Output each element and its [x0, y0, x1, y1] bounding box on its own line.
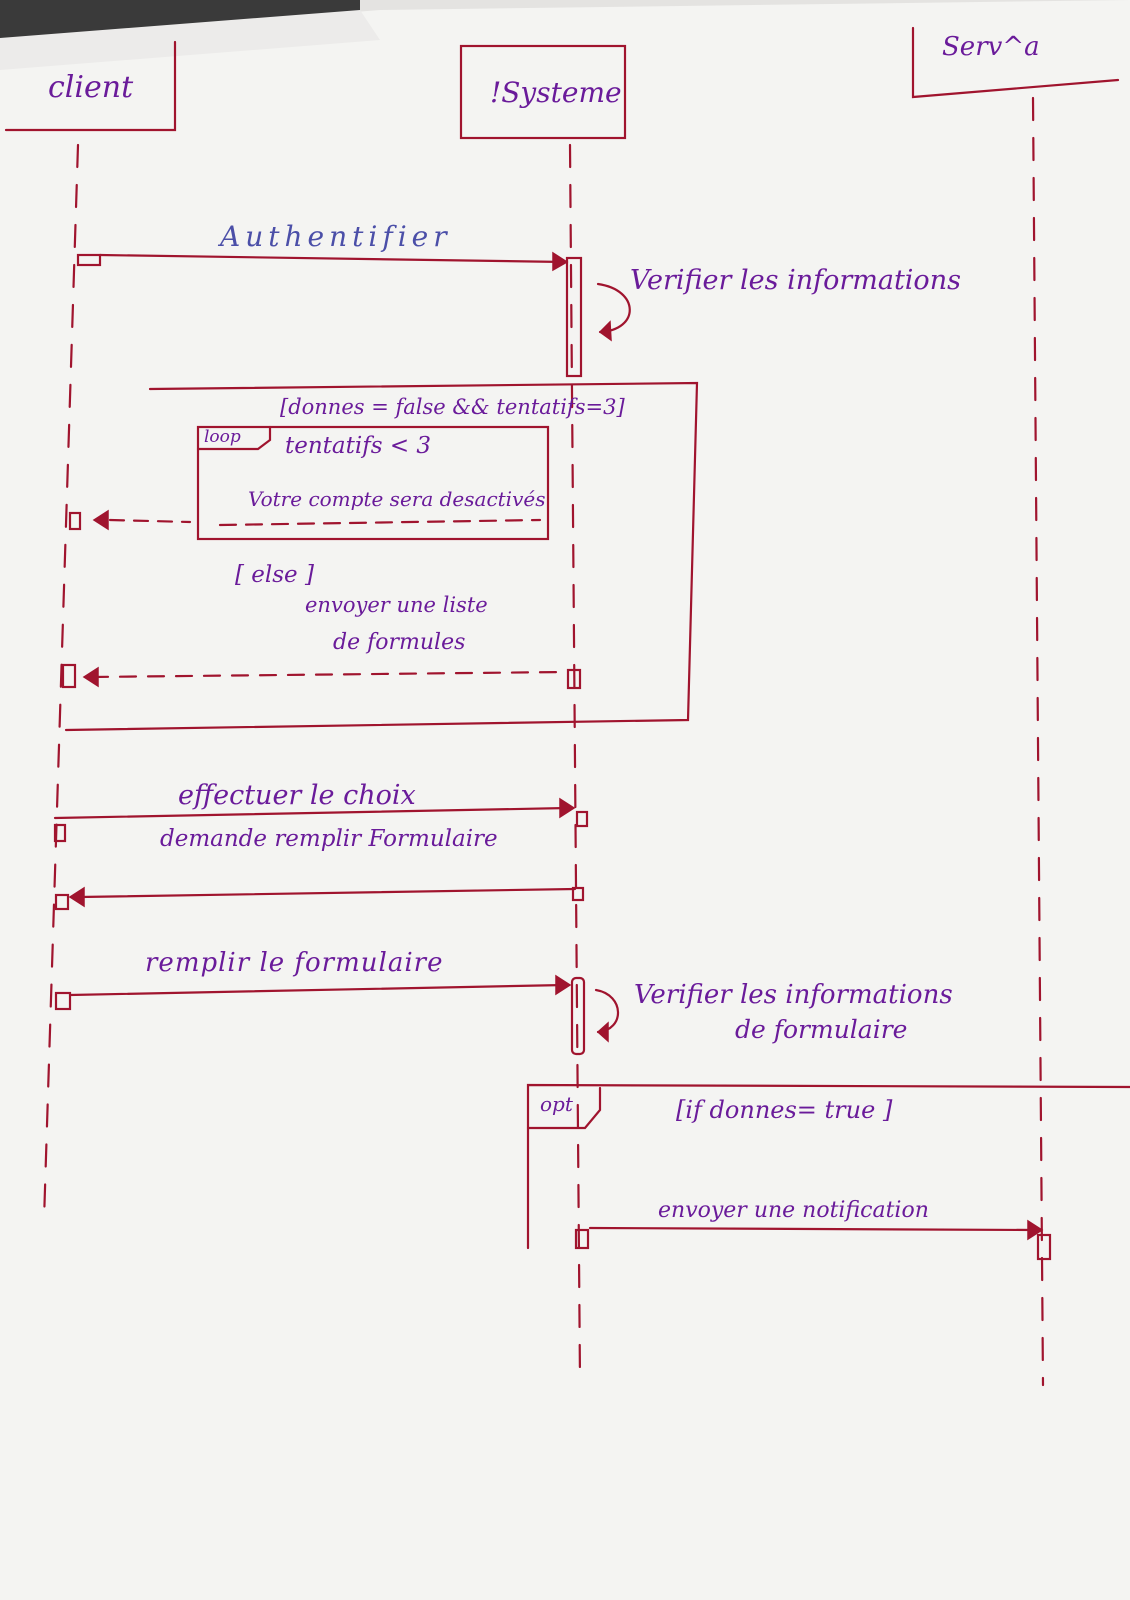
system-activation-5 [570, 976, 586, 1056]
system-label: !Systeme [490, 76, 622, 109]
alt-guard-label: [donnes = false && tentatifs=3] [280, 395, 625, 419]
system-activation-4 [571, 886, 585, 902]
client-activation-1 [76, 253, 102, 267]
msg-remplir-formulaire-line [68, 983, 567, 997]
arrowhead-self-call-2 [596, 1021, 609, 1043]
msg-envoyer-liste-line2: de formules [333, 630, 466, 655]
client-activation-5 [54, 893, 70, 911]
msg-verifier-form-line2: de formulaire [735, 1015, 908, 1044]
client-label: client [48, 70, 134, 105]
msg-verifier-infos-label: Verifier les informations [630, 265, 961, 296]
msg-demande-remplir-label: demande remplir Formulaire [160, 826, 498, 852]
loop-separator [218, 518, 542, 527]
opt-operator-label: opt [540, 1092, 573, 1116]
system-lifeline [568, 143, 582, 1382]
arrowhead-notification [1027, 1219, 1044, 1241]
service-label: Serv^a [942, 32, 1040, 62]
msg-effectuer-choix-label: effectuer le choix [178, 780, 416, 811]
alt-fragment-frame [64, 381, 699, 732]
arrowhead-authentifier [552, 251, 569, 272]
loop-operator-tab [196, 425, 272, 451]
msg-authentifier-label: Authentifier [220, 220, 452, 253]
msg-notification-label: envoyer une notification [658, 1198, 929, 1223]
msg-compte-desactive-label: Votre compte sera desactivés [248, 487, 546, 511]
arrowhead-envoyer-liste [82, 666, 99, 688]
alt-else-label: [ else ] [235, 562, 314, 588]
arrowhead-remplir-formulaire [555, 974, 572, 996]
paper-corner-shadow [0, 10, 380, 70]
loop-guard-label: tentatifs < 3 [285, 433, 432, 459]
opt-fragment-frame [526, 1083, 1130, 1250]
msg-envoyer-liste-line [90, 670, 568, 679]
client-activation-4 [53, 823, 67, 843]
client-activation-2 [68, 511, 82, 531]
system-activation-2 [566, 668, 582, 690]
opt-operator-tab [526, 1086, 602, 1130]
msg-remplir-formulaire-label: remplir le formulaire [145, 948, 444, 978]
system-activation-1 [565, 256, 583, 378]
service-lifeline [1031, 96, 1045, 1387]
arrowhead-self-call-1 [598, 320, 612, 342]
service-head-box [911, 26, 1120, 99]
system-head-box [459, 44, 627, 140]
client-activation-6 [54, 991, 72, 1011]
arrowhead-demande-remplir [68, 886, 85, 908]
client-head-box [4, 40, 177, 132]
service-activation-1 [1036, 1233, 1052, 1261]
system-activation-6 [574, 1228, 590, 1250]
msg-demande-remplir-line [78, 887, 577, 899]
system-activation-3 [575, 810, 589, 828]
arrowhead-compte-desactive [92, 509, 109, 531]
msg-notification-line [588, 1226, 1038, 1232]
msg-authentifier-line [98, 253, 567, 264]
msg-effectuer-choix-line [53, 806, 570, 820]
self-call-verifier-1 [596, 282, 631, 334]
arrowhead-effectuer-choix [559, 797, 576, 819]
opt-guard-label: [if donnes= true ] [676, 1096, 893, 1124]
client-lifeline [42, 143, 80, 1222]
client-activation-3 [61, 663, 77, 689]
msg-verifier-form-line1: Verifier les informations [634, 980, 953, 1010]
msg-envoyer-liste-line1: envoyer une liste [305, 593, 488, 617]
msg-compte-desactive-line [108, 518, 192, 524]
loop-fragment-frame [196, 425, 550, 541]
loop-operator-label: loop [204, 427, 241, 447]
